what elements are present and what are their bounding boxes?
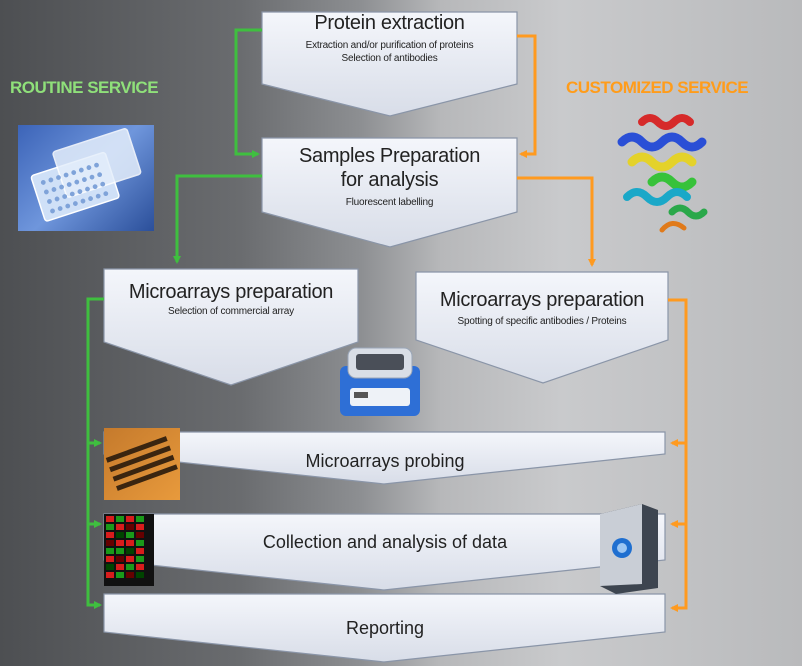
samples-preparation-sub: Fluorescent labelling [345, 197, 434, 208]
samples-preparation-title-2: for analysis [340, 169, 439, 191]
protein-extraction-title: Protein extraction [314, 12, 465, 34]
microarrays-left-box [103, 268, 359, 386]
customized-service-label: CUSTOMIZED SERVICE [566, 78, 749, 97]
microarrays-right-title: Microarrays preparation [439, 289, 645, 311]
protein-extraction-box [261, 11, 518, 117]
hybridization-station-image [334, 340, 426, 422]
slide-rack-image [104, 428, 180, 500]
scanner-image [592, 500, 666, 596]
routine-service-label: ROUTINE SERVICE [10, 78, 159, 97]
customized-path [517, 34, 688, 612]
reporting-box [103, 593, 666, 663]
probing-title: Microarrays probing [305, 451, 465, 471]
reporting-title: Reporting [345, 618, 425, 638]
microarrays-left-title: Microarrays preparation [128, 281, 334, 303]
microplate-image [18, 125, 154, 231]
protein-extraction-sub2: Selection of antibodies [341, 53, 438, 64]
collection-title: Collection and analysis of data [262, 532, 508, 552]
samples-preparation-title-1: Samples Preparation [298, 145, 481, 167]
routine-path [86, 28, 262, 609]
microarrays-right-sub: Spotting of specific antibodies / Protei… [457, 316, 627, 327]
collection-box [103, 513, 666, 591]
samples-preparation-box [261, 137, 518, 248]
microarrays-right-box [415, 271, 669, 384]
protein-extraction-sub1: Extraction and/or purification of protei… [305, 40, 474, 51]
microarrays-left-sub: Selection of commercial array [168, 306, 294, 317]
protein-structure-image [602, 102, 726, 252]
heatmap-image [104, 514, 154, 586]
